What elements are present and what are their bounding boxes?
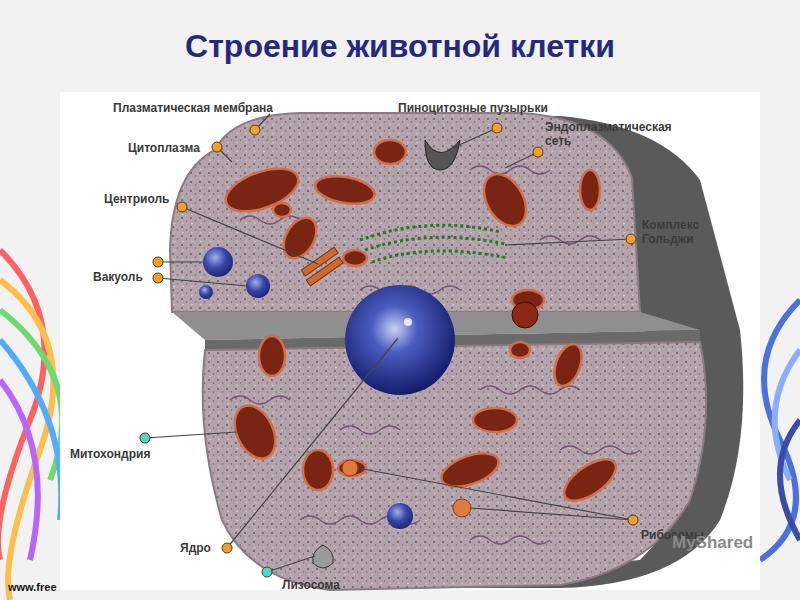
part-label: Пиноцитозные пузырьки xyxy=(398,101,548,115)
part-label: Цитоплазма xyxy=(128,141,200,155)
watermark: www.free xyxy=(8,580,57,594)
slide-title: Строение животной клетки xyxy=(0,28,800,65)
part-label: Ядро xyxy=(180,541,211,555)
watermark: MyShared xyxy=(672,536,753,550)
part-label: Вакуоль xyxy=(93,270,143,284)
part-label: Лизосома xyxy=(282,578,340,592)
part-label: Эндоплазматическая сеть xyxy=(545,120,685,148)
part-label: Митохондрия xyxy=(70,447,150,461)
part-label: Центриоль xyxy=(104,192,169,206)
part-label: Плазматическая мембрана xyxy=(113,101,273,115)
part-label: Комплекс Гольджи xyxy=(642,218,732,246)
